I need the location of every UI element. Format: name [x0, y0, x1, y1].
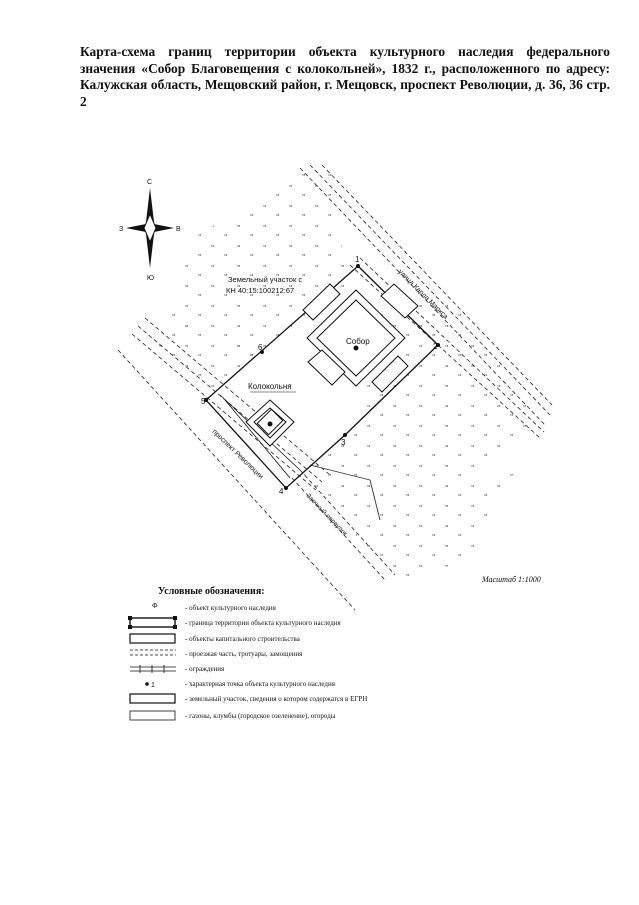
point-1: 1 — [355, 255, 360, 264]
map-title: Карта-схема границ территории объекта ку… — [80, 44, 610, 109]
parcel-label-line2: КН 40:15:100212:67 — [226, 286, 294, 295]
legend-item-7: - земельный участок, сведения о котором … — [185, 695, 367, 703]
characteristic-points: 1 2 3 4 5 6 — [201, 255, 440, 496]
legend-symbol-point — [145, 682, 149, 686]
legend-title: Условные обозначения: — [158, 586, 265, 597]
legend-item-6: - характерная точка объекта культурного … — [185, 680, 336, 688]
cathedral-building — [302, 283, 419, 393]
legend-item-8: - газоны, клумбы (городское озеленение),… — [185, 712, 336, 720]
legend: Условные обозначения: Φ - объект культур… — [128, 586, 367, 721]
legend-point-number: 1 — [151, 682, 155, 689]
compass-north: С — [147, 179, 152, 186]
point-3: 3 — [341, 438, 346, 447]
compass-south: Ю — [147, 275, 154, 282]
point-4: 4 — [279, 487, 284, 496]
belltower-building — [245, 399, 295, 447]
legend-item-2: - граница территории объекта культурного… — [185, 619, 342, 627]
cathedral-label: Собор — [346, 337, 370, 346]
legend-item-5: - ограждения — [185, 665, 225, 673]
legend-symbol-boundary — [129, 617, 176, 628]
point-6: 6 — [258, 343, 263, 352]
legend-symbol-heritage: Φ — [152, 603, 158, 610]
legend-item-4: - проезжая часть, тротуары, замощения — [185, 650, 303, 658]
compass-west: З — [119, 226, 123, 233]
point-2: 2 — [433, 342, 438, 351]
scale-label: Масштаб 1:1000 — [481, 575, 541, 584]
legend-symbol-parcel — [129, 693, 176, 704]
compass-rose: С Ю З В — [119, 179, 181, 282]
parcel-label-line1: Земельный участок с — [228, 275, 302, 284]
belltower-label: Колокольня — [248, 382, 292, 391]
compass-east: В — [176, 226, 181, 233]
road-lane — [291, 464, 396, 581]
point-5: 5 — [201, 397, 206, 406]
legend-symbol-lawns — [129, 710, 176, 721]
legend-symbol-buildings — [129, 633, 176, 644]
legend-item-1: - объект культурного наследия — [185, 604, 277, 612]
heritage-boundary — [205, 265, 439, 489]
legend-item-3: - объекты капитального строительства — [185, 635, 301, 643]
